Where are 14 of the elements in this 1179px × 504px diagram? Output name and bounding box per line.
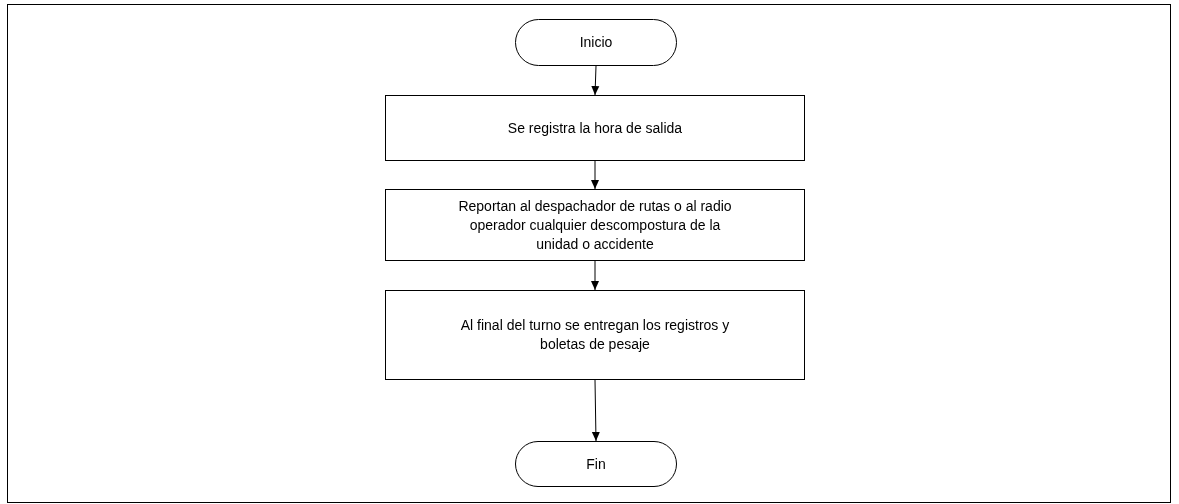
arrow <box>591 65 600 96</box>
step-text: Fin <box>586 454 606 474</box>
step-text: Reportan al despachador de rutas o al radio operador cualquier descompostura de la unidad o accidente <box>457 196 733 254</box>
step-text: Se registra la hora de salida <box>507 118 683 138</box>
process-box <box>385 95 805 161</box>
arrow <box>591 160 599 190</box>
step-text: Al final del turno se entregan los registros y boletas de pesaje <box>459 316 731 354</box>
process-box <box>385 290 805 380</box>
process-box <box>385 189 805 261</box>
step-text: Inicio <box>579 33 613 52</box>
terminal-shape <box>515 19 677 66</box>
arrow <box>591 260 599 291</box>
terminal-shape <box>515 441 677 487</box>
arrow <box>591 379 600 442</box>
